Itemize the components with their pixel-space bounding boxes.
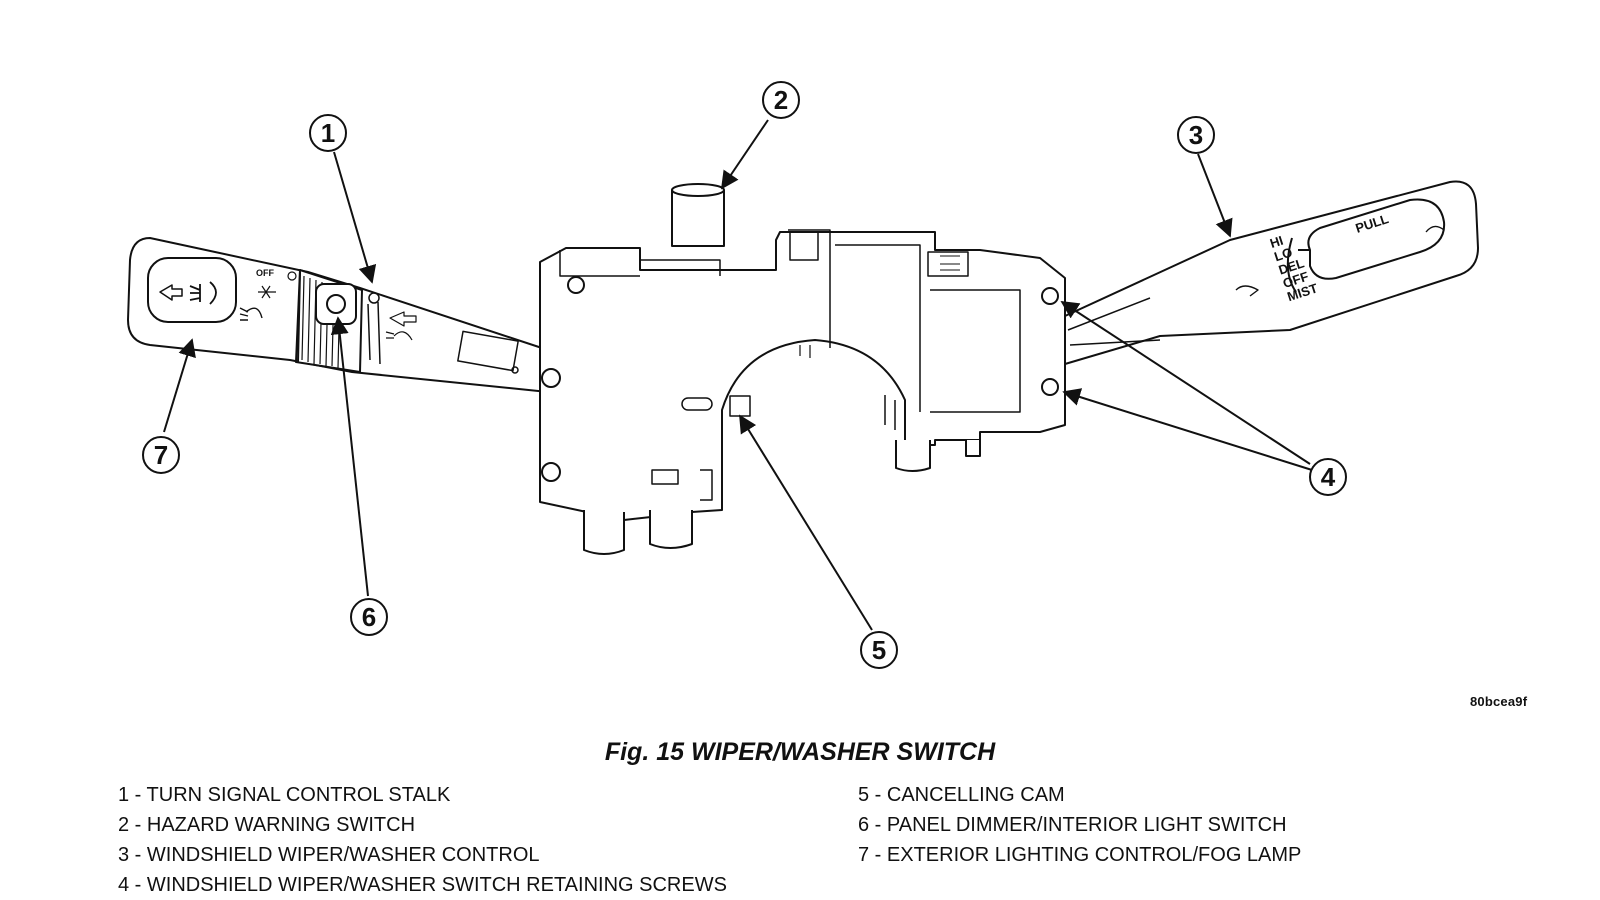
- arrow-1: [333, 151, 377, 284]
- wiper-lo-label: LO: [1272, 244, 1294, 264]
- legend-item-1: 1 - TURN SIGNAL CONTROL STALK: [118, 784, 451, 806]
- callout-6: 6: [362, 602, 376, 632]
- figure-code: 80bcea9f: [1470, 694, 1528, 709]
- turn-arrow-left-icon: [159, 284, 183, 301]
- pull-washer-button: [1307, 198, 1446, 280]
- legend-item-4: 4 - WINDSHIELD WIPER/WASHER SWITCH RETAI…: [118, 874, 727, 896]
- arrow-6: [330, 316, 369, 597]
- legend-item-3: 3 - WINDSHIELD WIPER/WASHER CONTROL: [118, 844, 540, 866]
- sun-icon: [287, 271, 297, 281]
- figure-caption: Fig. 15 WIPER/WASHER SWITCH: [604, 738, 996, 766]
- high-beam-icon: [385, 331, 413, 341]
- callout-2: 2: [774, 85, 788, 115]
- leader-arrows: [163, 119, 1313, 631]
- retaining-screw-lower: [1041, 378, 1059, 396]
- cancelling-cam: [681, 397, 713, 411]
- callout-3: 3: [1189, 120, 1203, 150]
- dimmer-wheel: [315, 283, 357, 325]
- callout-1: 1: [321, 118, 335, 148]
- wiper-stalk: [1064, 180, 1479, 365]
- diagram-stage: 1 2 3 4 5 6 7 OFF HI LO DEL OFF MIST PUL…: [127, 81, 1479, 669]
- fog-lamp-icon: [189, 281, 217, 305]
- wiper-hi-label: HI: [1268, 233, 1285, 251]
- left-stalk-off-label: OFF: [256, 268, 274, 278]
- wiper-icon: [1235, 285, 1259, 297]
- callout-7: 7: [154, 440, 168, 470]
- legend-left: 1 - TURN SIGNAL CONTROL STALK 2 - HAZARD…: [118, 780, 727, 900]
- arrow-4a: [1060, 301, 1311, 465]
- callout-4: 4: [1321, 462, 1336, 492]
- callout-circles: [142, 81, 1347, 669]
- housing-screw-mid-left: [541, 368, 561, 388]
- retaining-screw-upper: [1041, 287, 1059, 305]
- legend-item-6: 6 - PANEL DIMMER/INTERIOR LIGHT SWITCH: [858, 814, 1287, 836]
- connectors: [583, 440, 981, 555]
- turn-arrows-icon: [389, 311, 417, 327]
- wiper-icon-button: [1425, 225, 1445, 233]
- fog-lamp-button: [147, 257, 237, 323]
- legend-item-5: 5 - CANCELLING CAM: [858, 784, 1065, 806]
- turn-signal-stalk: [127, 237, 549, 393]
- parking-lamp-icon: [258, 285, 276, 299]
- hazard-switch: [671, 183, 725, 247]
- headlamp-icon: [239, 307, 263, 321]
- arrow-5: [739, 414, 873, 631]
- arrow-3: [1197, 153, 1233, 238]
- arrow-7: [163, 338, 196, 433]
- arrow-4b: [1062, 388, 1313, 471]
- interior-light-icon: [326, 294, 346, 314]
- housing-screw-top-left: [567, 276, 585, 294]
- legend-item-2: 2 - HAZARD WARNING SWITCH: [118, 814, 416, 836]
- switch-housing: [539, 229, 1066, 521]
- legend-right: 5 - CANCELLING CAM 6 - PANEL DIMMER/INTE…: [858, 780, 1301, 870]
- arrow-2: [720, 119, 769, 190]
- callout-5: 5: [872, 635, 886, 665]
- switch-diagram: 1 2 3 4 5 6 7 OFF HI LO DEL OFF MIST PUL…: [127, 81, 1479, 669]
- housing-screw-bottom-left: [541, 462, 561, 482]
- legend-item-7: 7 - EXTERIOR LIGHTING CONTROL/FOG LAMP: [858, 844, 1302, 866]
